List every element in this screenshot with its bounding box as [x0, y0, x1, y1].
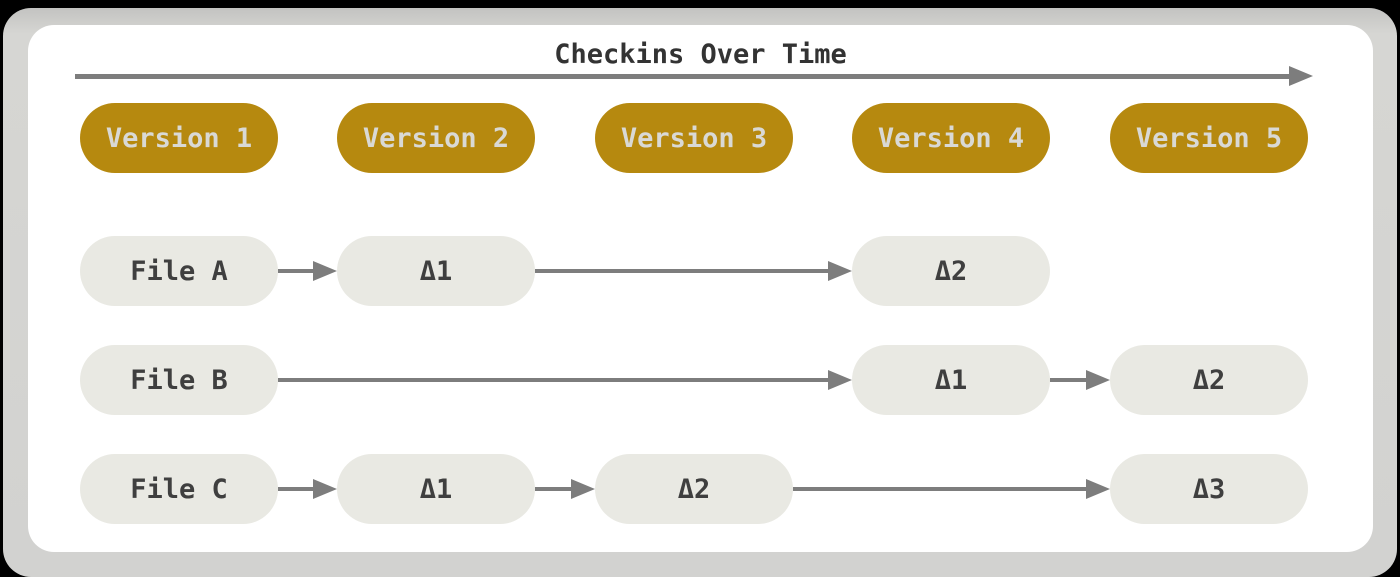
version-pill-5: Version 5	[1110, 103, 1308, 173]
file-c-delta-2-pill: Δ2	[595, 454, 793, 524]
delta-pill-label: Δ2	[1192, 364, 1226, 396]
version-pill-3: Version 3	[595, 103, 793, 173]
arrow-file-b-delta1-to-delta2	[1050, 370, 1110, 390]
file-a-delta-1-pill: Δ1	[337, 236, 535, 306]
file-a-delta-2-pill: Δ2	[852, 236, 1050, 306]
arrow-file-c-to-delta1	[278, 479, 337, 499]
version-pill-label: Version 5	[1135, 122, 1283, 154]
arrowhead-icon	[313, 261, 337, 281]
arrow-file-c-delta1-to-delta2	[535, 479, 595, 499]
version-pill-4: Version 4	[852, 103, 1050, 173]
version-pill-1: Version 1	[80, 103, 278, 173]
arrowhead-icon	[313, 479, 337, 499]
arrow-file-c-delta2-to-delta3	[793, 479, 1110, 499]
arrow-shaft	[278, 487, 313, 491]
arrowhead-icon	[1086, 370, 1110, 390]
delta-pill-label: Δ1	[419, 473, 453, 505]
arrowhead-icon	[828, 370, 852, 390]
version-pill-label: Version 3	[620, 122, 768, 154]
delta-pill-label: Δ2	[677, 473, 711, 505]
arrow-shaft	[535, 269, 828, 273]
diagram-title: Checkins Over Time	[554, 39, 847, 70]
version-pill-label: Version 4	[877, 122, 1025, 154]
arrow-shaft	[278, 269, 313, 273]
delta-pill-label: Δ1	[934, 364, 968, 396]
file-b-delta-1-pill: Δ1	[852, 345, 1050, 415]
slide-stage: Checkins Over Time Version 1 Version 2 V…	[3, 8, 1397, 577]
arrow-file-a-to-delta1	[278, 261, 337, 281]
file-c-pill: File C	[80, 454, 278, 524]
arrow-file-a-delta1-to-delta2	[535, 261, 852, 281]
delta-pill-label: Δ1	[419, 255, 453, 287]
file-b-pill: File B	[80, 345, 278, 415]
arrowhead-icon	[571, 479, 595, 499]
timeline-arrow-shaft	[75, 73, 1289, 79]
arrow-file-b-to-delta1	[278, 370, 852, 390]
version-pill-label: Version 2	[362, 122, 510, 154]
version-pill-2: Version 2	[337, 103, 535, 173]
delta-pill-label: Δ2	[934, 255, 968, 287]
timeline-arrowhead-icon	[1289, 66, 1313, 86]
version-pill-label: Version 1	[105, 122, 253, 154]
file-c-delta-1-pill: Δ1	[337, 454, 535, 524]
arrowhead-icon	[828, 261, 852, 281]
diagram-canvas: Checkins Over Time Version 1 Version 2 V…	[28, 25, 1373, 552]
timeline-arrow	[75, 66, 1313, 86]
arrowhead-icon	[1086, 479, 1110, 499]
delta-pill-label: Δ3	[1192, 473, 1226, 505]
file-pill-label: File A	[130, 255, 228, 287]
arrow-shaft	[1050, 378, 1086, 382]
arrow-shaft	[278, 378, 828, 382]
file-c-delta-3-pill: Δ3	[1110, 454, 1308, 524]
file-pill-label: File B	[130, 364, 228, 396]
file-pill-label: File C	[130, 473, 228, 505]
arrow-shaft	[793, 487, 1086, 491]
file-a-pill: File A	[80, 236, 278, 306]
arrow-shaft	[535, 487, 571, 491]
file-b-delta-2-pill: Δ2	[1110, 345, 1308, 415]
